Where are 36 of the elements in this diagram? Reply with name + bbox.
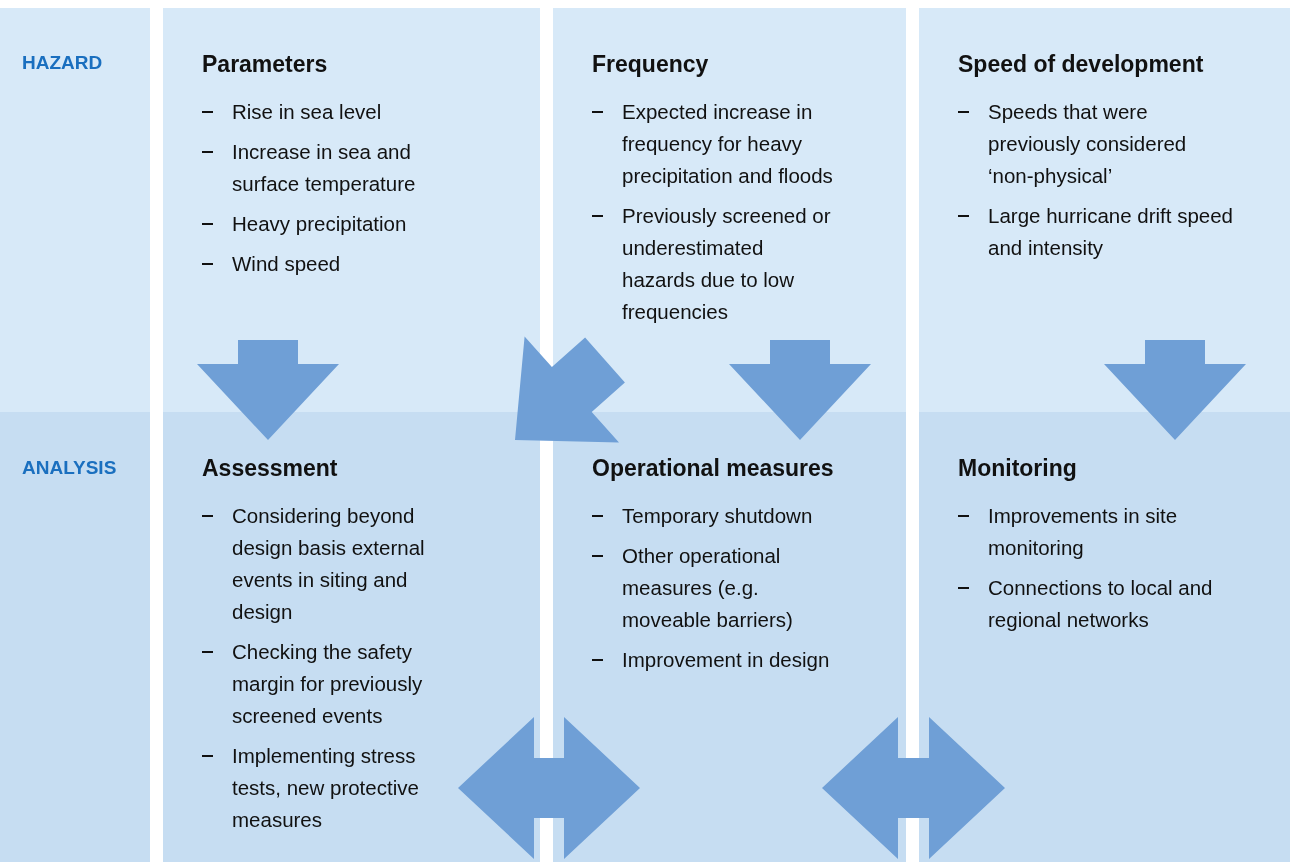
bullet-text: Other operational measures (e.g. moveable barriers) [622, 543, 794, 633]
block-arrow [729, 340, 871, 440]
bullet-text: Speeds that were previously considered ‘non-physical’ [988, 99, 1188, 189]
bullet-text: Large hurricane drift speed and intensity [988, 203, 1233, 261]
panel-heading: Assessment [202, 454, 338, 482]
panel [919, 412, 1290, 862]
bullet-text: Implementing stress tests, new protective measures [232, 743, 420, 833]
panel [163, 412, 540, 862]
panel [163, 8, 540, 412]
panel [553, 8, 906, 412]
bullet-text: Wind speed [232, 251, 342, 277]
panel [919, 8, 1290, 412]
bullet-text: Heavy precipitation [232, 211, 408, 237]
panel-heading: Parameters [202, 50, 328, 78]
bullet-text: Improvement in design [622, 647, 831, 673]
panel-heading: Operational measures [592, 454, 834, 482]
row-label: ANALYSIS [22, 457, 117, 479]
bullet-text: Connections to local and regional networks [988, 575, 1214, 633]
bullet-text: Improvements in site monitoring [988, 503, 1179, 561]
panel [553, 412, 906, 862]
bullet-text: Temporary shutdown [622, 503, 814, 529]
panel-heading: Speed of development [958, 50, 1204, 78]
block-arrow [1104, 340, 1246, 440]
bullet-text: Previously screened or underestimated hazards due to low frequencies [622, 203, 832, 325]
bullet-text: Considering beyond design basis external events in siting and design [232, 503, 426, 625]
block-arrow [822, 717, 1005, 859]
bullet-text: Increase in sea and surface temperature [232, 139, 417, 197]
bullet-text: Expected increase in frequency for heavy precipitation and floods [622, 99, 834, 189]
block-arrow [458, 717, 640, 859]
block-arrow [515, 336, 625, 443]
block-arrow [197, 340, 339, 440]
bullet-text: Checking the safety margin for previously screened events [232, 639, 424, 729]
bullet-text: Rise in sea level [232, 99, 383, 125]
panel-heading: Frequency [592, 50, 709, 78]
panel-heading: Monitoring [958, 454, 1077, 482]
row-label: HAZARD [22, 52, 103, 74]
